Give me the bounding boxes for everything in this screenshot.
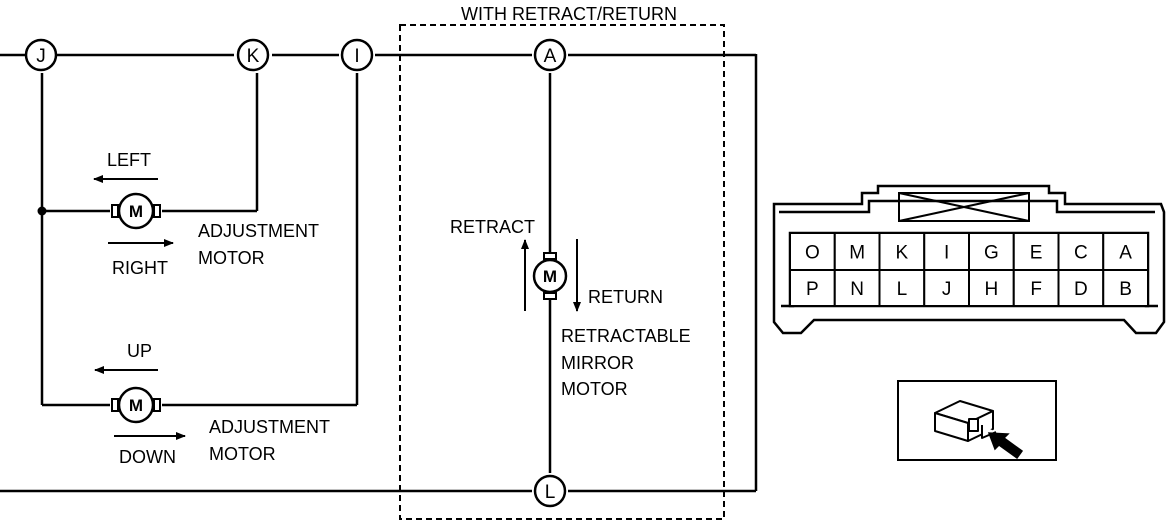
svg-text:M: M: [129, 202, 143, 221]
retract-motor-icon: M: [532, 252, 568, 300]
ud-motor-label-line1: ADJUSTMENT: [209, 417, 330, 437]
connector-pin-p: P: [789, 269, 836, 307]
connector-pin-label: A: [1119, 243, 1132, 264]
connector-pin-m: M: [833, 232, 881, 271]
view-direction-arrow-icon: [987, 432, 1024, 460]
connector-pin-label: P: [806, 279, 819, 300]
connector-pin-c: C: [1057, 232, 1105, 271]
connector-pin-label: G: [984, 243, 999, 264]
connector-pin-d: D: [1057, 269, 1105, 307]
right-direction-label: RIGHT: [112, 258, 168, 278]
terminal-a: A: [533, 38, 567, 72]
connector-pin-label: J: [942, 279, 952, 300]
connector-pin-label: F: [1030, 279, 1042, 300]
svg-text:M: M: [543, 267, 557, 286]
down-direction-label: DOWN: [119, 447, 176, 467]
connector-pin-e: E: [1012, 232, 1060, 271]
lr-motor-label-line2: MOTOR: [198, 248, 265, 268]
lr-adjustment-motor-icon: M: [111, 192, 161, 230]
retract-return-option-box: [399, 24, 725, 520]
connector-pin-j: J: [923, 269, 970, 307]
junction-dot: [37, 206, 47, 216]
connector-pin-n: N: [833, 269, 881, 307]
up-direction-label: UP: [127, 341, 152, 361]
connector-pin-l: L: [878, 269, 926, 307]
retract-motor-label-line2: MIRROR: [561, 353, 634, 373]
connector-pin-f: F: [1012, 269, 1060, 307]
left-direction-label: LEFT: [107, 150, 151, 170]
svg-text:L: L: [545, 482, 556, 503]
connector-pin-a: A: [1102, 232, 1149, 271]
svg-text:J: J: [36, 46, 46, 67]
connector-pin-label: N: [850, 279, 864, 300]
connector-pin-label: K: [896, 243, 909, 264]
ud-adjustment-motor-icon: M: [111, 386, 161, 424]
return-direction-label: RETURN: [588, 287, 663, 307]
terminal-l: L: [533, 474, 567, 508]
connector-pin-o: O: [789, 232, 836, 271]
connector-pin-k: K: [878, 232, 926, 271]
connector-view-icon: [934, 400, 997, 442]
retract-direction-label: RETRACT: [450, 217, 535, 237]
svg-text:K: K: [247, 46, 260, 67]
connector-pin-label: O: [805, 243, 820, 264]
retract-motor-label-line1: RETRACTABLE: [561, 326, 691, 346]
terminal-i: I: [340, 38, 374, 72]
connector-pin-g: G: [968, 232, 1015, 271]
svg-text:I: I: [354, 46, 359, 67]
terminal-j: J: [24, 38, 58, 72]
connector-pin-b: B: [1102, 269, 1149, 307]
connector-pin-label: E: [1030, 243, 1043, 264]
lr-motor-label-line1: ADJUSTMENT: [198, 221, 319, 241]
connector-pin-label: H: [985, 279, 999, 300]
connector-pin-label: M: [849, 243, 865, 264]
svg-text:A: A: [544, 46, 557, 67]
connector-pin-label: C: [1074, 243, 1088, 264]
connector-pin-label: B: [1119, 279, 1132, 300]
connector-pin-label: D: [1074, 279, 1088, 300]
connector-pin-label: L: [897, 279, 908, 300]
retract-motor-label-line3: MOTOR: [561, 379, 628, 399]
connector-pin-h: H: [968, 269, 1015, 307]
retract-return-option-label: WITH RETRACT/RETURN: [461, 4, 677, 24]
connector-pin-label: I: [944, 243, 949, 264]
terminal-k: K: [236, 38, 270, 72]
circuit-wires: [0, 53, 758, 493]
connector-pin-grid: O M K I G E C A P N L J H F D B: [789, 232, 1149, 307]
svg-text:M: M: [129, 396, 143, 415]
ud-motor-label-line2: MOTOR: [209, 444, 276, 464]
connector-pin-i: I: [923, 232, 970, 271]
